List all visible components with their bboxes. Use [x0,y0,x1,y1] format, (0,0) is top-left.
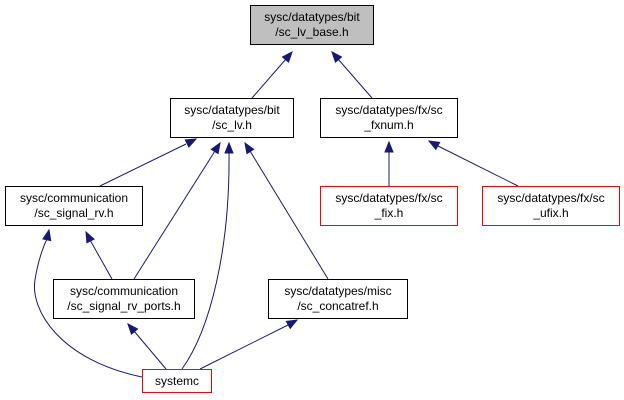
node-systemc[interactable]: systemc [142,369,212,393]
edge-line [251,58,287,99]
edge-sc_ufix-to-sc_fxnum [427,140,519,187]
node-sc-signal-rv-ports-h[interactable]: sysc/communication /sc_signal_rv_ports.h [53,279,195,319]
node-sc-signal-rv-h[interactable]: sysc/communication /sc_signal_rv.h [5,186,143,226]
node-label-line2: _fxnum.h [364,118,414,132]
node-sc-fxnum-h[interactable]: sysc/datatypes/fx/sc _fxnum.h [320,98,458,138]
node-sc-fix-h[interactable]: sysc/datatypes/fx/sc _fix.h [320,186,458,226]
node-sc-concatref-h[interactable]: sysc/datatypes/misc /sc_concatref.h [268,279,408,319]
edge-line [89,239,113,280]
edge-line [437,145,519,187]
arrowhead-icon [210,141,221,155]
edge-line [199,324,289,370]
edge-sc_signal_rv_ports-to-sc_signal_rv [85,230,113,280]
node-label-line2: _fix.h [374,206,404,220]
arrowhead-icon [127,322,139,336]
arrowhead-icon [224,141,234,154]
edge-sc_signal_rv-to-sc_lv [99,138,198,187]
node-label-line2: /sc_lv.h [212,118,252,132]
node-label-line2: /sc_signal_rv_ports.h [67,299,181,313]
edge-sc_concatref-to-sc_lv [244,141,329,280]
node-label-line1: sysc/datatypes/fx/sc [335,191,443,205]
node-label-line1: sysc/datatypes/bit [264,10,360,24]
arrowhead-icon [42,228,52,242]
edge-sc_fix-to-sc_fxnum [384,140,394,186]
node-label-line1: sysc/communication [19,191,129,205]
edge-line [133,150,216,280]
edge-line [133,330,167,370]
edge-sc_lv-to-sc_lv_base [251,50,293,99]
node-label-line2: /sc_lv_base.h [275,25,349,39]
edge-line [337,58,373,99]
node-label-line1: systemc [154,373,199,388]
node-label-line1: sysc/datatypes/bit [184,103,280,117]
arrowhead-icon [384,140,394,153]
edge-line [181,152,230,370]
node-label-line1: sysc/communication [69,284,179,298]
node-label-line1: sysc/datatypes/fx/sc [335,103,443,117]
node-label-line1: sysc/datatypes/misc [284,284,392,298]
edge-systemc-to-sc_lv [181,141,234,370]
node-sc-lv-h[interactable]: sysc/datatypes/bit /sc_lv.h [170,98,294,138]
arrowhead-icon [85,230,95,244]
node-label-line2: _ufix.h [533,206,569,220]
node-label-line2: /sc_concatref.h [297,299,379,313]
edge-systemc-to-sc_signal_rv [33,228,143,378]
node-label-line1: sysc/datatypes/fx/sc [497,191,605,205]
arrowhead-icon [244,141,255,155]
edge-sc_signal_rv_ports-to-sc_lv [133,141,221,280]
edge-systemc-to-sc_signal_rv_ports [127,322,167,370]
edge-line [99,143,187,187]
arrowhead-icon [281,50,293,64]
edge-line [33,238,143,378]
arrowhead-icon [184,138,198,148]
node-sc-ufix-h[interactable]: sysc/datatypes/fx/sc _ufix.h [482,186,620,226]
edge-systemc-to-sc_concatref [199,319,299,370]
edge-sc_fxnum-to-sc_lv_base [331,50,373,99]
node-sc-lv-base-h: sysc/datatypes/bit /sc_lv_base.h [250,5,374,45]
arrowhead-icon [285,319,299,330]
node-label-line2: /sc_signal_rv.h [34,206,114,220]
arrowhead-icon [331,50,343,64]
arrowhead-icon [427,140,441,151]
edge-line [249,150,329,280]
